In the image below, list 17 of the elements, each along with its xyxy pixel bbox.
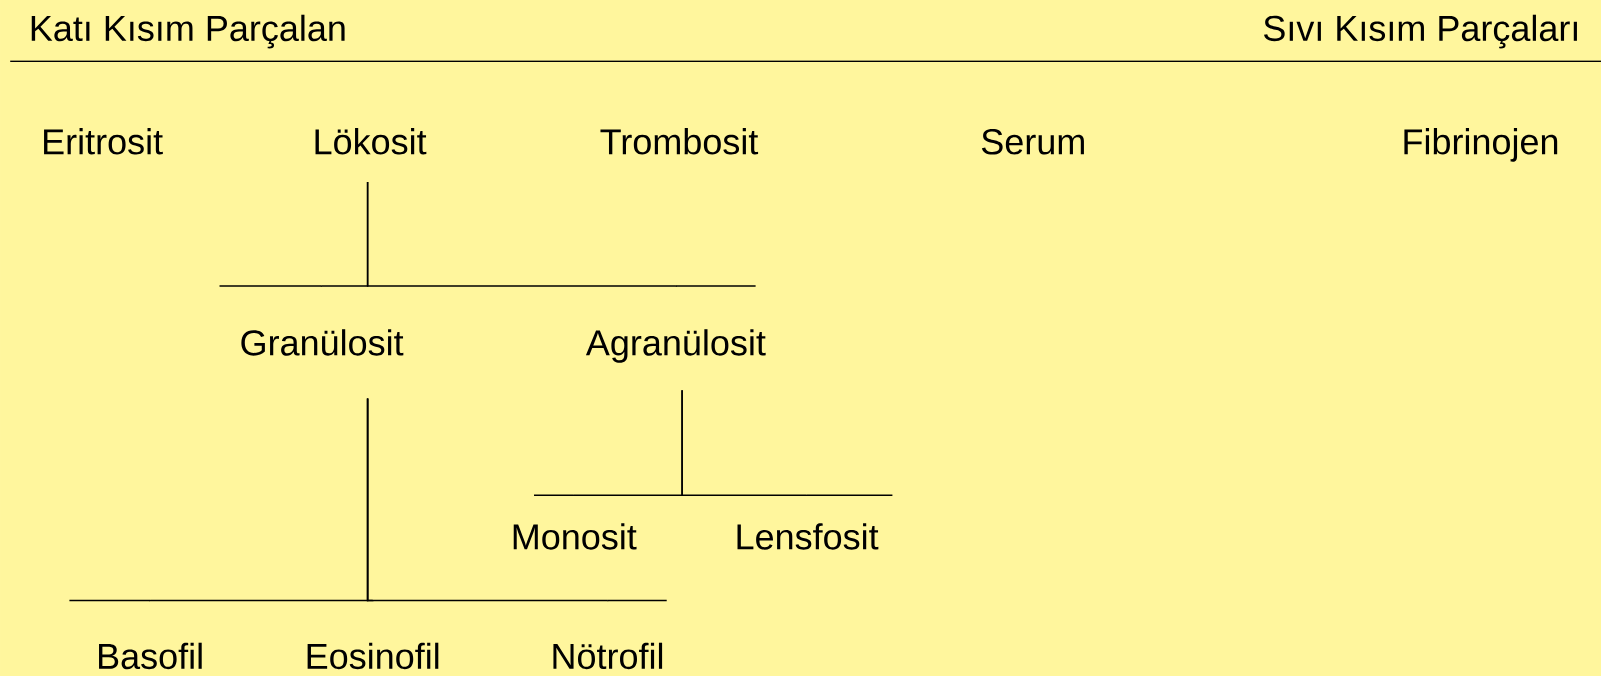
tree-term: Agranülosit [585, 329, 766, 363]
term-label: Fibrinojen [1404, 128, 1558, 162]
term-label: Serum [981, 129, 1084, 155]
tree-term: Basofil [99, 642, 202, 670]
tree-term: Eosinofil [307, 642, 439, 670]
term-label: Eritrosit [44, 128, 163, 155]
tree-line [366, 397, 609, 602]
section-heading: Sıvı Kısım Parçaları [1263, 14, 1577, 49]
tree-term: Lensfosit [737, 523, 879, 550]
tree-line [366, 181, 677, 287]
tree-line [681, 389, 808, 496]
tree-term: Lökosit [315, 128, 427, 155]
tree-term: Nötrofil [553, 642, 663, 670]
tree-term: Granülosit [241, 329, 404, 356]
tree-term: Monosit [513, 523, 637, 550]
section-heading: Katı Kısım Parçalan [31, 14, 345, 49]
term-label: Trombosit [600, 128, 759, 155]
